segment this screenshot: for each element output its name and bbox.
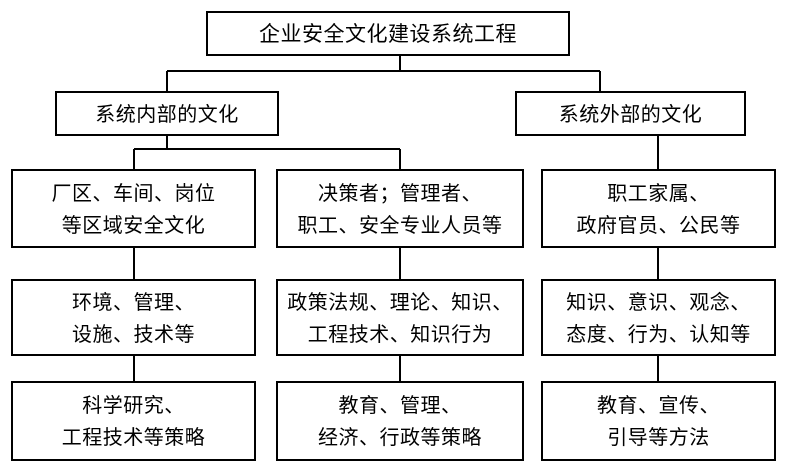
column-b-level3-box: 教育、管理、 经济、行政等策略	[276, 381, 524, 461]
internal-culture-label: 系统内部的文化	[95, 101, 239, 126]
column-a-level2-box: 环境、管理、 设施、技术等	[11, 279, 256, 356]
column-b-level1-box: 决策者；管理者、 职工、安全专业人员等	[276, 169, 524, 248]
column-a-level1-box: 厂区、车间、岗位 等区域安全文化	[11, 169, 256, 248]
column-a-level1-line2: 等区域安全文化	[61, 212, 206, 237]
column-b-level3-line2: 经济、行政等策略	[318, 425, 482, 449]
column-c-level3-line1: 教育、宣传、	[597, 393, 720, 417]
external-culture-box: 系统外部的文化	[515, 91, 746, 136]
column-c-level1-box: 职工家属、 政府官员、公民等	[541, 169, 776, 248]
column-a-level3-line2: 工程技术等策略	[61, 425, 206, 449]
column-c-level3-line2: 引导等方法	[607, 425, 710, 449]
column-b-level1-line1: 决策者；管理者、	[318, 180, 482, 205]
external-culture-label: 系统外部的文化	[558, 101, 703, 126]
root-box: 企业安全文化建设系统工程	[206, 11, 570, 56]
column-a-level3-box: 科学研究、 工程技术等策略	[11, 381, 256, 461]
column-b-level1-line2: 职工、安全专业人员等	[297, 212, 503, 237]
column-c-level1-line2: 政府官员、公民等	[576, 212, 741, 237]
column-b-level3-line1: 教育、管理、	[338, 393, 462, 417]
column-c-level2-line1: 知识、意识、观念、	[566, 289, 751, 314]
column-c-level3-box: 教育、宣传、 引导等方法	[541, 381, 776, 461]
column-b-level2-line2: 工程技术、知识行为	[307, 321, 493, 346]
internal-culture-box: 系统内部的文化	[55, 91, 279, 136]
column-a-level2-line1: 环境、管理、	[72, 289, 195, 314]
column-a-level3-line1: 科学研究、	[82, 393, 185, 417]
column-c-level1-line1: 职工家属、	[607, 180, 710, 205]
column-b-level2-box: 政策法规、理论、知识、 工程技术、知识行为	[276, 279, 524, 356]
column-b-level2-line1: 政策法规、理论、知识、	[287, 289, 513, 314]
column-c-level2-box: 知识、意识、观念、 态度、行为、认知等	[541, 279, 776, 356]
column-a-level1-line1: 厂区、车间、岗位	[51, 180, 216, 205]
root-label: 企业安全文化建设系统工程	[259, 21, 517, 46]
column-a-level2-line2: 设施、技术等	[72, 321, 195, 346]
column-c-level2-line2: 态度、行为、认知等	[566, 321, 751, 346]
